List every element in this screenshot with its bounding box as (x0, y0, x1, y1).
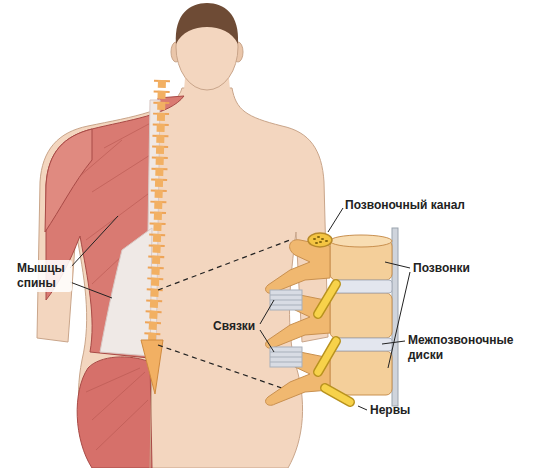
nerve-outline (318, 284, 350, 402)
intervertebral-disc (332, 280, 392, 293)
vertebral-top (330, 235, 392, 247)
part-label: Связки (213, 319, 255, 334)
canal-dots (314, 237, 327, 243)
lumbar-fascia (100, 228, 152, 356)
head (176, 4, 238, 90)
spinal-canal (308, 233, 332, 247)
ligament-fibres (270, 295, 302, 362)
hair (176, 3, 238, 44)
part-label: Нервы (370, 403, 410, 418)
vertebral-body (330, 351, 392, 395)
part-label: Мышцы спины (14, 260, 72, 292)
spine-processes (152, 80, 162, 340)
leader-line (70, 208, 410, 410)
deltoid-muscle (45, 129, 92, 232)
longitudinal-ligament (392, 228, 398, 406)
sacrum (141, 340, 163, 394)
spine (152, 80, 162, 340)
part-label: Позвонки (413, 261, 470, 276)
part-label: Позвоночный канал (345, 198, 465, 213)
nerve (318, 284, 350, 402)
vertebral-body (330, 293, 392, 338)
gluteal-fibres (86, 368, 148, 450)
gluteal-muscle (77, 357, 152, 468)
part-label: Межпозвоночные диски (408, 333, 530, 363)
vertebral-arch (266, 240, 330, 294)
zoom-line (158, 240, 302, 395)
intervertebral-disc (332, 338, 392, 351)
